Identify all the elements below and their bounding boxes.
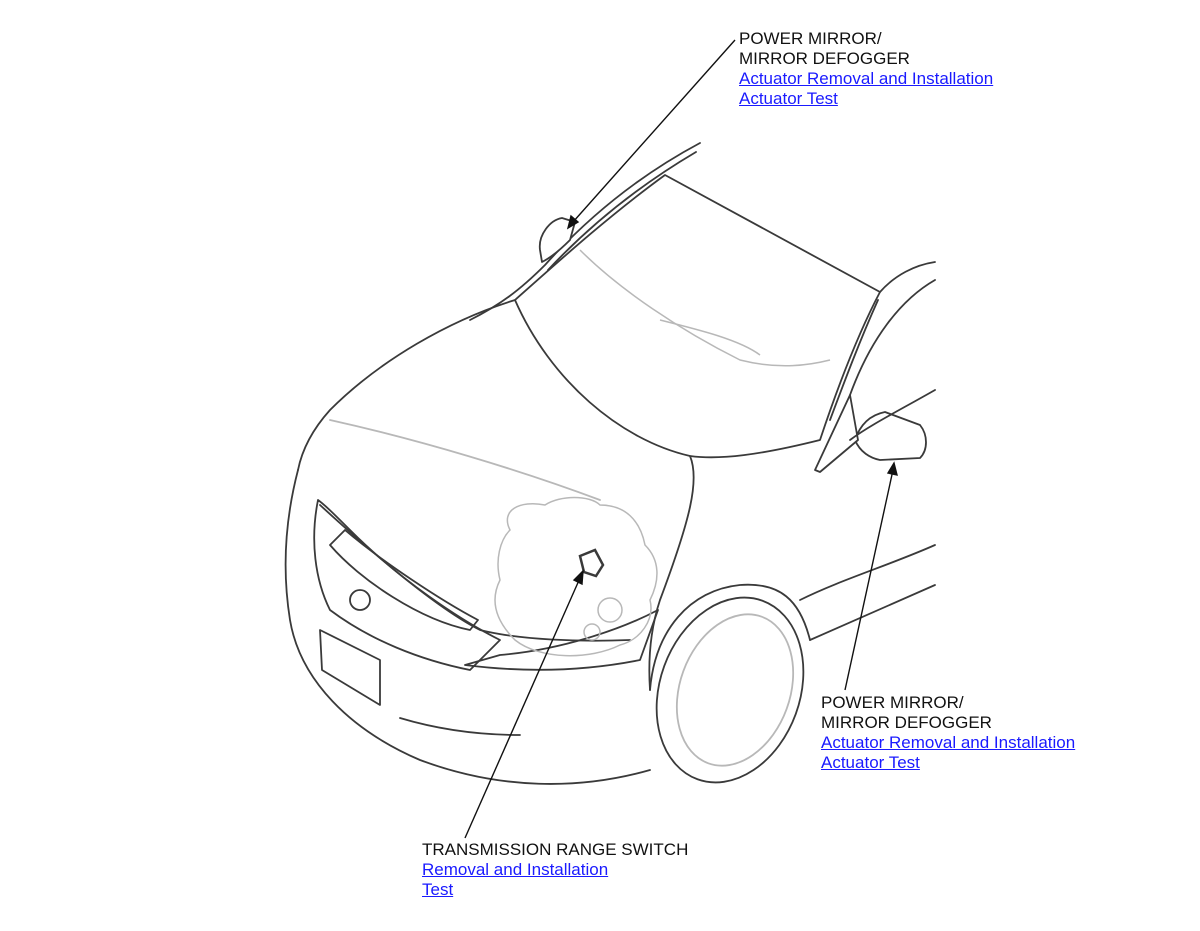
a-pillar-right bbox=[829, 299, 879, 421]
body-side-right-2 bbox=[799, 544, 936, 601]
test-link[interactable]: Test bbox=[422, 880, 454, 899]
actuator-removal-installation-link[interactable]: Actuator Removal and Installation bbox=[821, 733, 1076, 752]
callout-title: POWER MIRROR/ bbox=[739, 29, 882, 48]
front-bumper bbox=[284, 469, 651, 785]
right-mirror bbox=[854, 411, 927, 461]
transmission-range-switch-part bbox=[578, 548, 605, 578]
headlight bbox=[329, 529, 479, 631]
leader-line-mirror-right bbox=[844, 469, 894, 691]
callout-title: POWER MIRROR/ bbox=[821, 693, 964, 712]
transmission-detail bbox=[597, 597, 623, 623]
left-mirror bbox=[538, 217, 576, 263]
front-wheel bbox=[655, 596, 805, 784]
front-wheel-inner bbox=[675, 613, 795, 767]
leader-line-trs bbox=[464, 577, 581, 839]
arrowhead-mirror-right bbox=[886, 461, 898, 476]
engine-bay-line-2 bbox=[659, 319, 761, 356]
roof-edge-left bbox=[469, 142, 701, 321]
callout-title: MIRROR DEFOGGER bbox=[821, 713, 992, 732]
actuator-test-link[interactable]: Actuator Test bbox=[821, 753, 920, 772]
callout-title: TRANSMISSION RANGE SWITCH bbox=[422, 840, 689, 859]
engine-bay-line bbox=[579, 249, 831, 367]
arrowhead-mirror-left bbox=[566, 214, 580, 230]
lower-grille bbox=[319, 629, 381, 706]
bumper-lower-lip bbox=[399, 717, 521, 736]
removal-installation-link[interactable]: Removal and Installation bbox=[422, 860, 609, 879]
hood-crease bbox=[329, 419, 601, 501]
front-grille bbox=[313, 499, 501, 671]
fender-arch bbox=[649, 583, 811, 691]
side-window bbox=[849, 389, 936, 441]
actuator-removal-installation-link[interactable]: Actuator Removal and Installation bbox=[739, 69, 994, 88]
fender-right bbox=[648, 455, 695, 691]
callout-power-mirror-left: POWER MIRROR/ MIRROR DEFOGGER Actuator R… bbox=[739, 29, 993, 109]
fog-light bbox=[349, 589, 371, 611]
windshield-outline bbox=[514, 174, 881, 459]
leader-line-mirror-left bbox=[572, 39, 736, 223]
transmission-outline bbox=[494, 496, 658, 657]
hood-left-edge bbox=[297, 299, 516, 471]
callout-power-mirror-right: POWER MIRROR/ MIRROR DEFOGGER Actuator R… bbox=[821, 693, 1075, 773]
transmission-detail-2 bbox=[583, 623, 601, 641]
callout-transmission-range-switch: TRANSMISSION RANGE SWITCH Removal and In… bbox=[422, 840, 688, 900]
door-line-right bbox=[849, 279, 936, 396]
right-mirror-base bbox=[814, 394, 859, 473]
actuator-test-link[interactable]: Actuator Test bbox=[739, 89, 838, 108]
roof-edge-right bbox=[879, 261, 936, 293]
headlight-right bbox=[464, 609, 659, 671]
arrowhead-trs bbox=[572, 569, 584, 586]
callout-title: MIRROR DEFOGGER bbox=[739, 49, 910, 68]
roof-edge-left-inner bbox=[547, 151, 697, 271]
body-side-right bbox=[809, 584, 936, 641]
